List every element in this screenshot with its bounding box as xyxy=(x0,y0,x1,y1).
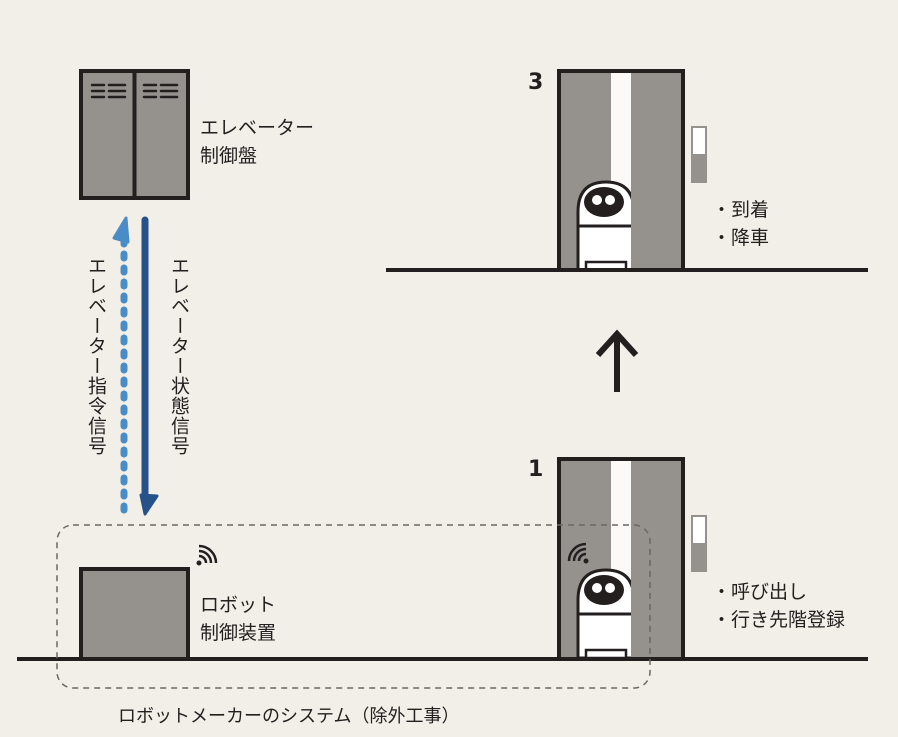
floor-number-3: 3 xyxy=(528,70,544,95)
floor-number-1: 1 xyxy=(528,457,544,482)
command-signal-arrow xyxy=(112,216,130,519)
action-item: ・到着 xyxy=(712,199,770,221)
floor-3-actions: ・到着 ・降車 xyxy=(712,196,769,252)
elevator-control-panel-icon xyxy=(79,69,190,200)
elevator-door-floor-3 xyxy=(557,69,685,272)
up-arrow-icon xyxy=(595,329,639,392)
floor-indicator-3 xyxy=(691,126,707,183)
action-item: ・行き先階登録 xyxy=(712,609,846,631)
robot-maker-system-boundary xyxy=(56,524,651,689)
elevator-panel-label: エレベーター 制御盤 xyxy=(200,114,314,170)
robot-controller-label-line1: ロボット xyxy=(200,594,277,616)
robot-controller-box xyxy=(79,567,190,661)
status-signal-label: エレベーター状態信号 xyxy=(168,256,190,456)
action-item: ・呼び出し xyxy=(712,581,808,603)
elevator-door-floor-1 xyxy=(557,457,685,661)
robot-controller-label: ロボット 制御装置 xyxy=(200,591,276,647)
robot-icon xyxy=(576,180,636,272)
robot-icon xyxy=(576,568,636,660)
command-signal-label: エレベーター指令信号 xyxy=(85,256,107,456)
status-signal-arrow xyxy=(139,216,159,516)
wifi-icon xyxy=(195,544,218,567)
action-item: ・降車 xyxy=(712,227,770,249)
robot-controller-label-line2: 制御装置 xyxy=(200,622,277,644)
floor-1-actions: ・呼び出し ・行き先階登録 xyxy=(712,578,845,634)
floor-indicator-1 xyxy=(691,515,707,572)
system-caption: ロボットメーカーのシステム（除外工事） xyxy=(118,706,460,727)
elevator-panel-label-line1: エレベーター xyxy=(200,117,315,139)
elevator-panel-label-line2: 制御盤 xyxy=(200,145,258,167)
